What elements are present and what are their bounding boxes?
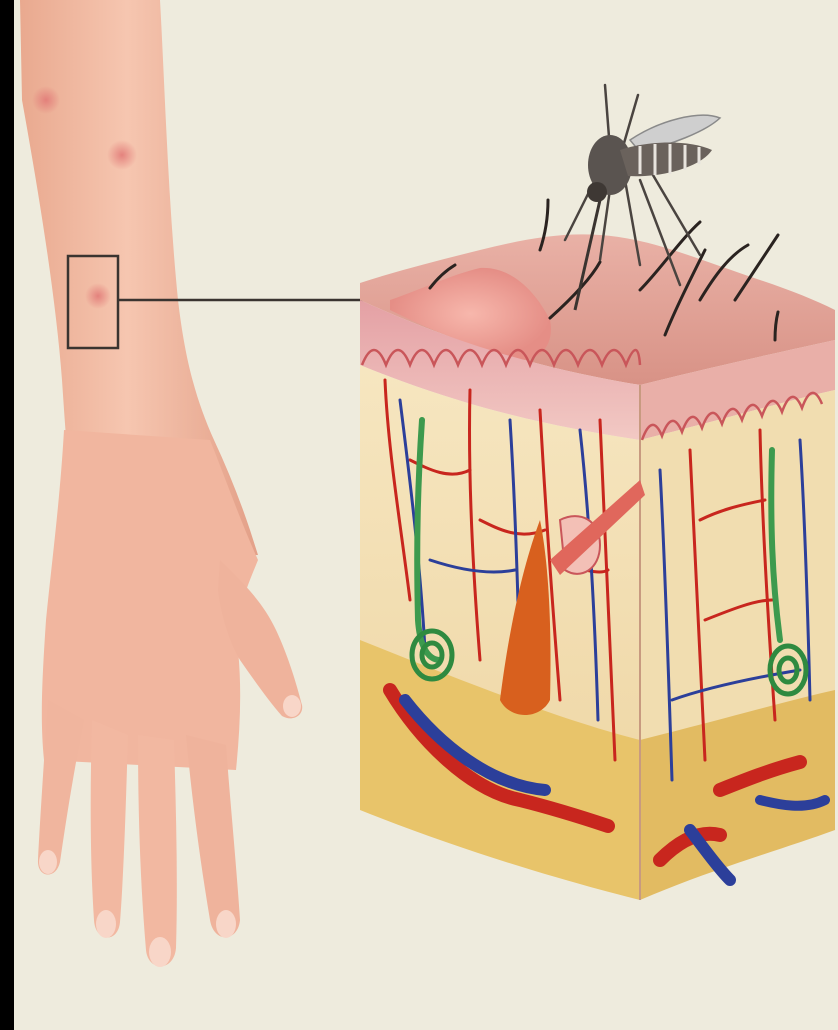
- mosquito-head: [587, 182, 607, 202]
- nail-1: [39, 850, 57, 874]
- bite-mark: [107, 140, 137, 170]
- skin-cross-section: [360, 200, 835, 900]
- nail-4: [216, 910, 236, 938]
- bite-mark: [85, 283, 111, 309]
- bite-mark: [32, 86, 60, 114]
- nail-thumb: [283, 695, 301, 717]
- nail-2: [96, 910, 116, 938]
- nail-3: [149, 937, 171, 967]
